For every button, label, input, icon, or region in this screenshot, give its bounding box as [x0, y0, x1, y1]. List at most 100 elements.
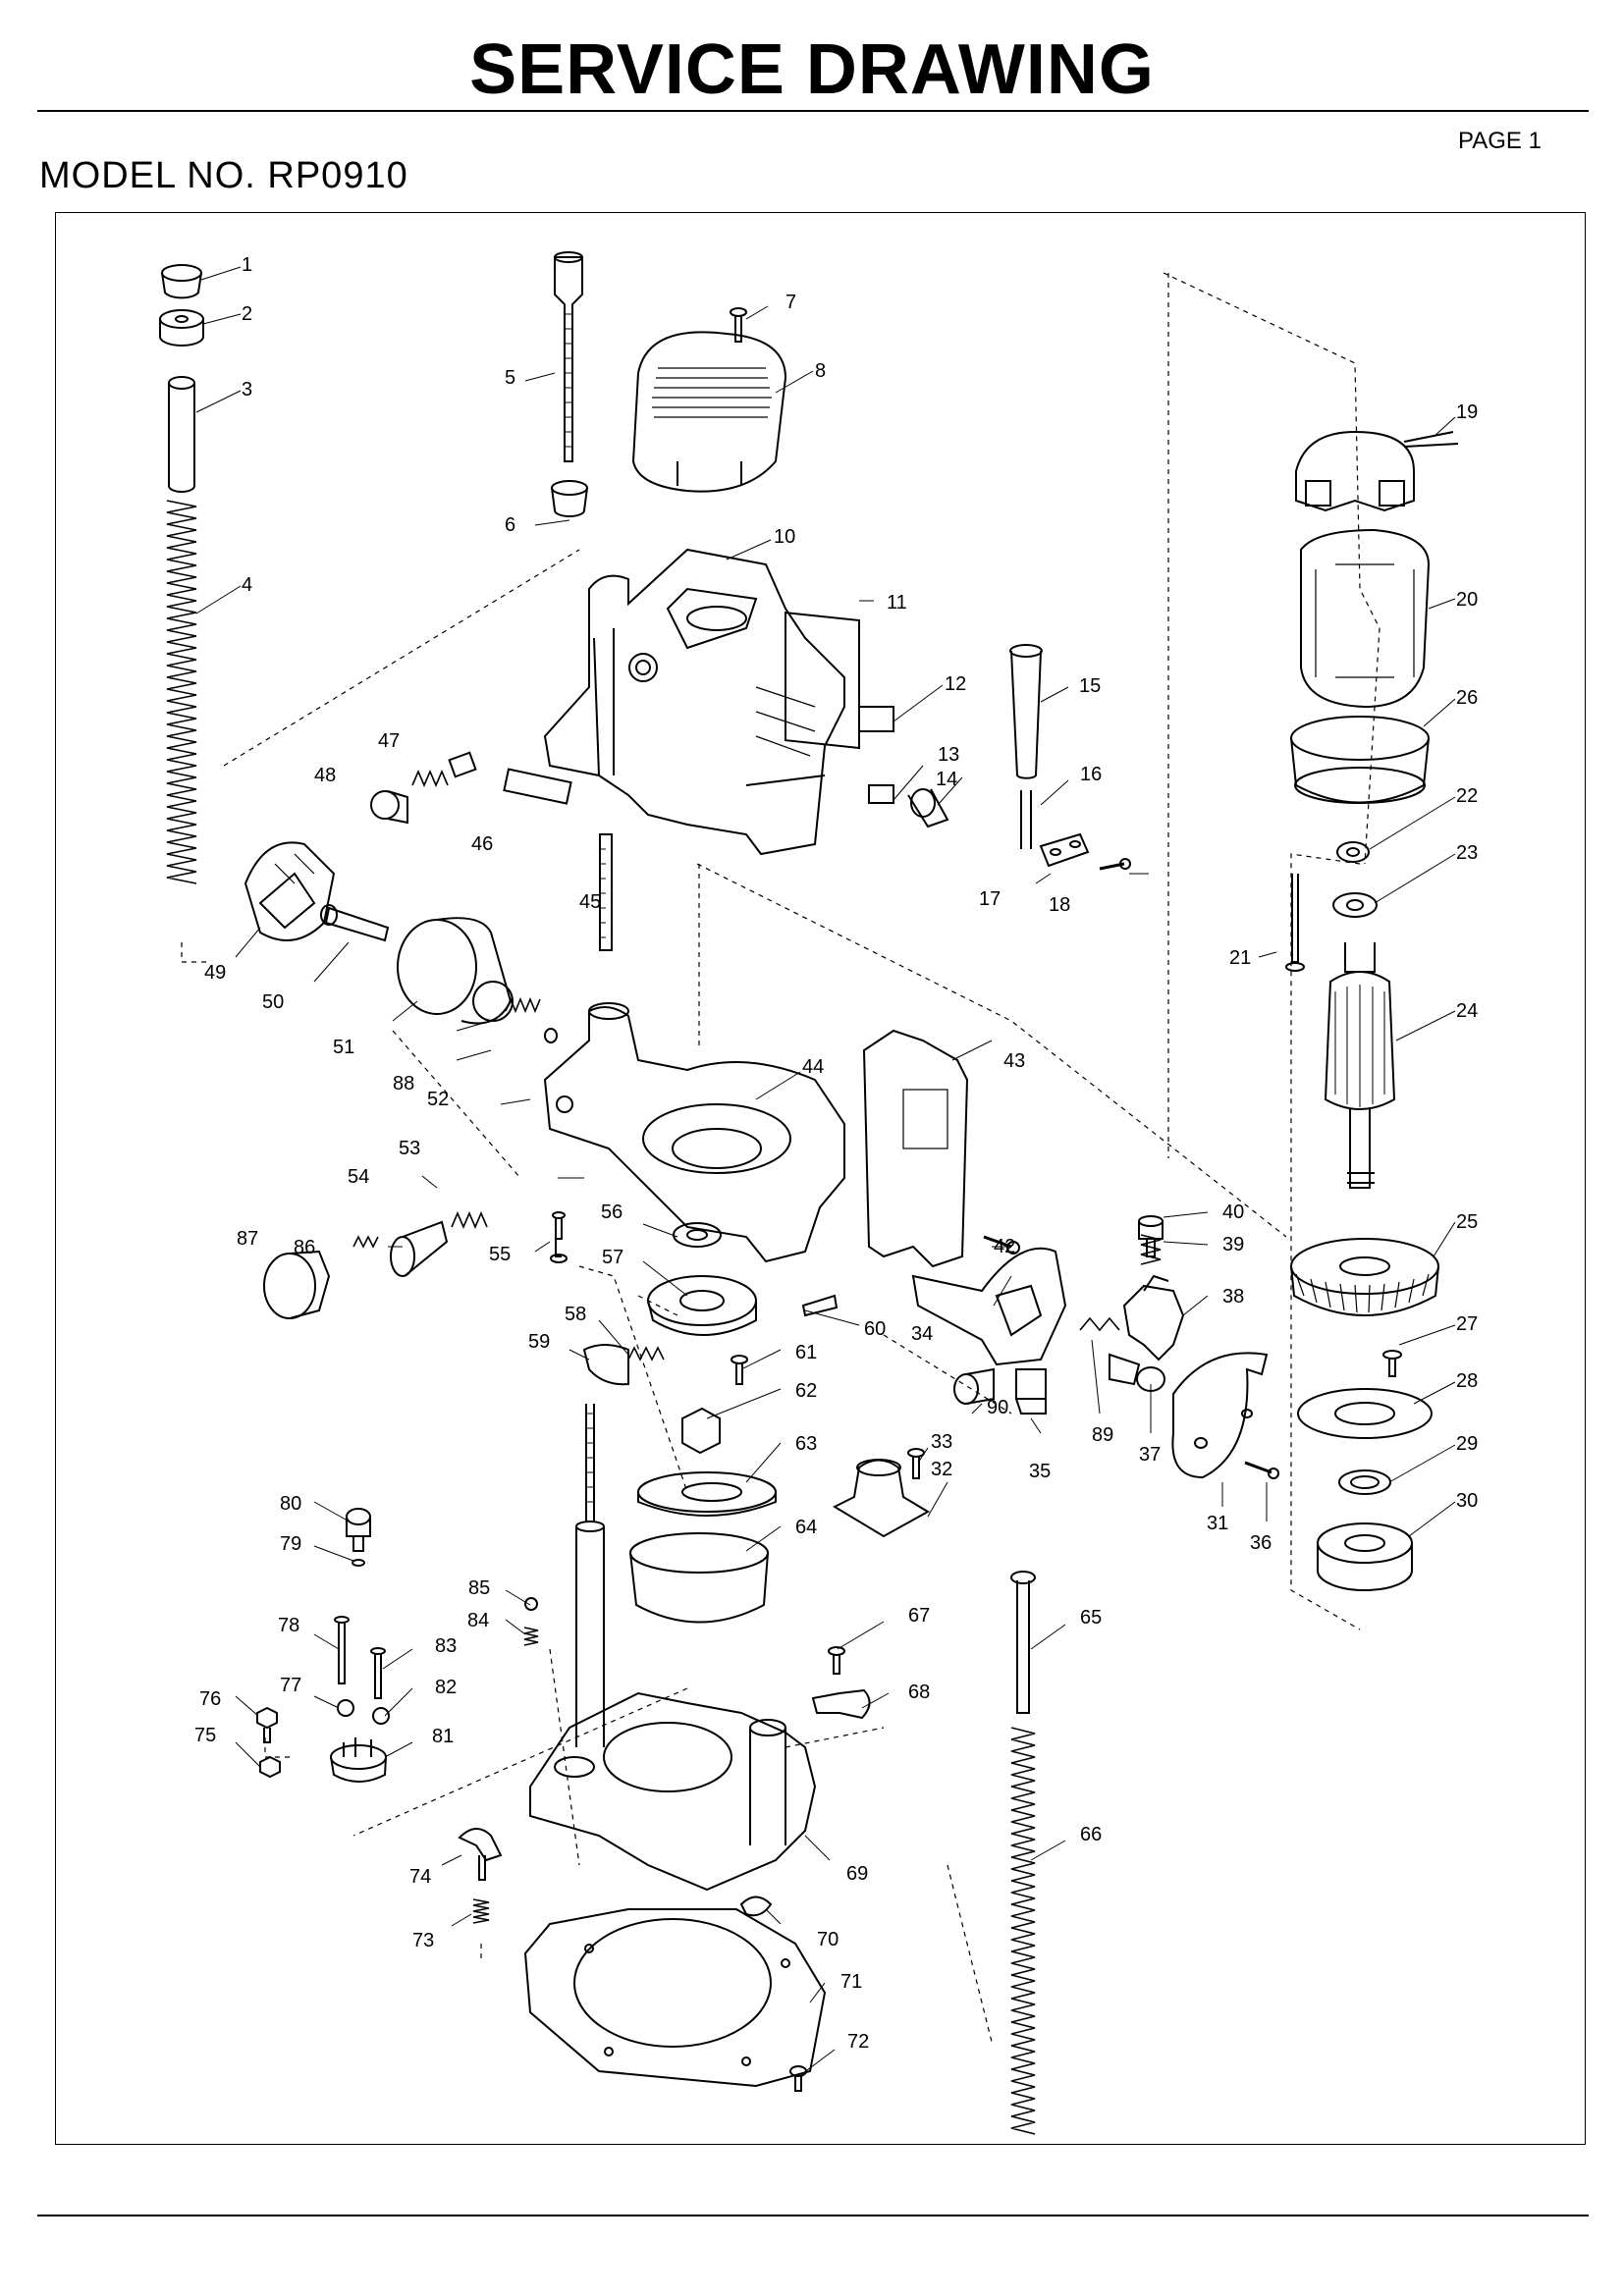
bearing-icon	[1336, 841, 1370, 863]
coil-spring-icon	[1140, 1234, 1162, 1265]
part-number-label: 74	[409, 1866, 431, 1888]
part-number-label: 15	[1079, 675, 1101, 697]
part-base-plate	[523, 1908, 827, 2088]
part-number-label: 25	[1456, 1211, 1478, 1233]
part-pin	[801, 1294, 839, 1317]
part-number-label: 59	[528, 1331, 550, 1353]
part-number-label: 38	[1222, 1286, 1244, 1308]
part-number-label: 39	[1222, 1234, 1244, 1255]
model-number: MODEL NO. RP0910	[39, 155, 408, 196]
part-number-label: 36	[1250, 1532, 1272, 1554]
part-number-label: 61	[795, 1342, 817, 1363]
part-steel-ball	[524, 1597, 538, 1611]
part-long-bolt	[334, 1616, 350, 1684]
part-chip-deflector	[637, 1471, 777, 1517]
coil-spring-icon	[523, 1627, 539, 1646]
part-number-label: 68	[908, 1682, 930, 1703]
part-number-label: 80	[280, 1493, 301, 1515]
coil-spring-icon	[627, 1346, 665, 1362]
part-number-label: 77	[280, 1675, 301, 1696]
part-guide-rod	[1010, 1571, 1036, 1714]
coil-spring-icon	[451, 1210, 488, 1230]
part-number-label: 60	[864, 1318, 886, 1340]
part-number-label: 27	[1456, 1313, 1478, 1335]
part-number-label: 54	[348, 1166, 369, 1188]
part-bearing-retainer	[1332, 892, 1378, 918]
part-base	[529, 1691, 817, 1892]
part-number-label: 71	[840, 1971, 862, 1993]
leader-lines	[195, 266, 1456, 2074]
part-number-label: 83	[435, 1635, 457, 1657]
header-rule	[37, 110, 1589, 112]
part-armature	[1324, 942, 1396, 1189]
part-number-label: 7	[785, 292, 796, 313]
drawing-frame	[55, 212, 1586, 2145]
part-number-labels: 1 2 3 4 5 6 7 8 10 11 12 13 14 15 16 17 …	[194, 254, 1478, 2053]
coil-spring-icon	[1010, 1727, 1036, 2135]
part-small-capacitor	[868, 784, 894, 804]
part-number-label: 62	[795, 1380, 817, 1402]
part-number-label: 44	[802, 1056, 824, 1078]
part-nut-small	[372, 1707, 390, 1725]
coil-spring-icon	[505, 996, 541, 1014]
part-shaft-lock	[1109, 1353, 1165, 1392]
part-number-label: 21	[1229, 947, 1251, 969]
part-nut-block	[681, 1407, 721, 1455]
part-number-label: 55	[489, 1244, 511, 1265]
screw-icon	[1244, 1461, 1279, 1479]
part-bearing-box	[1171, 1352, 1269, 1479]
part-hex-nut	[259, 1755, 281, 1779]
part-number-label: 29	[1456, 1433, 1478, 1455]
part-adjust-nut	[551, 480, 588, 517]
part-switch-plate	[911, 1247, 1067, 1366]
part-number-label: 70	[817, 1929, 839, 1950]
part-nut-small	[337, 1699, 354, 1717]
screw-icon	[983, 1235, 1020, 1255]
part-number-label: 88	[393, 1073, 414, 1095]
part-number-label: 40	[1222, 1201, 1244, 1223]
part-number-label: 12	[945, 673, 966, 695]
screw-icon	[1382, 1350, 1402, 1377]
part-number-label: 4	[242, 574, 252, 596]
coil-spring-icon	[1079, 1316, 1120, 1332]
part-number-label: 35	[1029, 1461, 1051, 1482]
part-number-label: 17	[979, 888, 1001, 910]
part-number-label: 89	[1092, 1424, 1113, 1446]
part-threaded-column	[575, 1404, 605, 1747]
coil-spring-icon	[352, 1235, 379, 1249]
coil-spring-icon	[411, 769, 449, 788]
part-number-label: 20	[1456, 589, 1478, 611]
part-number-label: 85	[468, 1577, 490, 1599]
part-long-screw	[550, 1211, 568, 1263]
part-number-label: 67	[908, 1605, 930, 1627]
part-housing-cover	[862, 1029, 969, 1268]
part-dust-shield	[629, 1532, 769, 1624]
screw-icon	[731, 1355, 748, 1385]
part-terminal-block	[858, 706, 894, 732]
part-number-label: 84	[467, 1610, 489, 1631]
part-cooling-fan	[1290, 1238, 1439, 1316]
footer-rule	[37, 2215, 1589, 2216]
part-pin	[544, 1028, 558, 1043]
part-washer-plate	[1297, 1388, 1433, 1439]
part-number-label: 31	[1207, 1513, 1228, 1534]
part-number-label: 14	[936, 769, 957, 790]
part-number-label: 53	[399, 1138, 420, 1159]
part-depth-knob	[397, 917, 514, 1025]
part-number-label: 56	[601, 1201, 623, 1223]
part-number-label: 18	[1049, 894, 1070, 916]
part-lock-knob	[263, 1250, 331, 1319]
part-number-label: 3	[242, 379, 252, 400]
part-nut	[159, 309, 204, 347]
part-stopper-sleeve	[390, 1220, 449, 1277]
part-ring	[1338, 1469, 1391, 1495]
part-number-label: 48	[314, 765, 336, 786]
part-long-screw	[1285, 874, 1305, 972]
part-number-label: 69	[846, 1863, 868, 1885]
part-o-ring	[352, 1559, 365, 1567]
part-number-label: 81	[432, 1726, 454, 1747]
part-number-label: 8	[815, 360, 826, 382]
part-number-label: 33	[931, 1431, 952, 1453]
part-cap	[161, 264, 202, 299]
